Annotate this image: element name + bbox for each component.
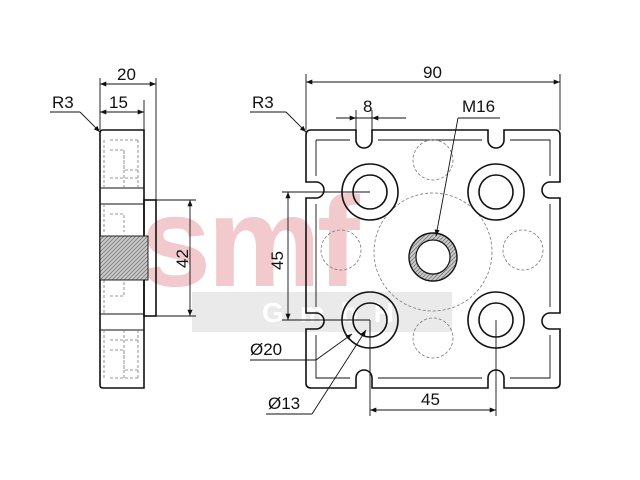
watermark-logo: smf bbox=[140, 171, 360, 314]
side-plate-outline bbox=[99, 129, 145, 389]
front-plate-outline bbox=[305, 129, 561, 389]
front-thread-label: M16 bbox=[462, 97, 495, 116]
side-thread bbox=[99, 235, 149, 281]
hole-top-right bbox=[478, 174, 514, 210]
front-horizontal-spacing-label: 45 bbox=[421, 390, 440, 409]
center-thread bbox=[408, 232, 458, 282]
side-radius-label: R3 bbox=[52, 93, 74, 112]
side-width-label: 20 bbox=[117, 65, 136, 84]
front-view: 90 8 R3 M16 45 45 Ø20 Ø13 bbox=[250, 63, 561, 416]
hidden-features bbox=[320, 139, 544, 359]
side-inner-width-label: 15 bbox=[109, 93, 128, 112]
front-overall-width-label: 90 bbox=[423, 63, 442, 82]
front-slot-width-label: 8 bbox=[363, 97, 372, 116]
front-counterbore-label: Ø20 bbox=[250, 340, 282, 359]
hole-top-right-counterbore bbox=[467, 163, 525, 221]
front-vertical-spacing-label: 45 bbox=[268, 251, 287, 270]
watermark-subtext: GmbH bbox=[262, 297, 410, 328]
watermark: smf GmbH bbox=[140, 171, 452, 332]
side-height-label: 42 bbox=[173, 249, 192, 268]
side-view: 20 15 R3 42 bbox=[50, 65, 196, 389]
front-radius-label: R3 bbox=[252, 93, 274, 112]
front-hole-label: Ø13 bbox=[268, 394, 300, 413]
